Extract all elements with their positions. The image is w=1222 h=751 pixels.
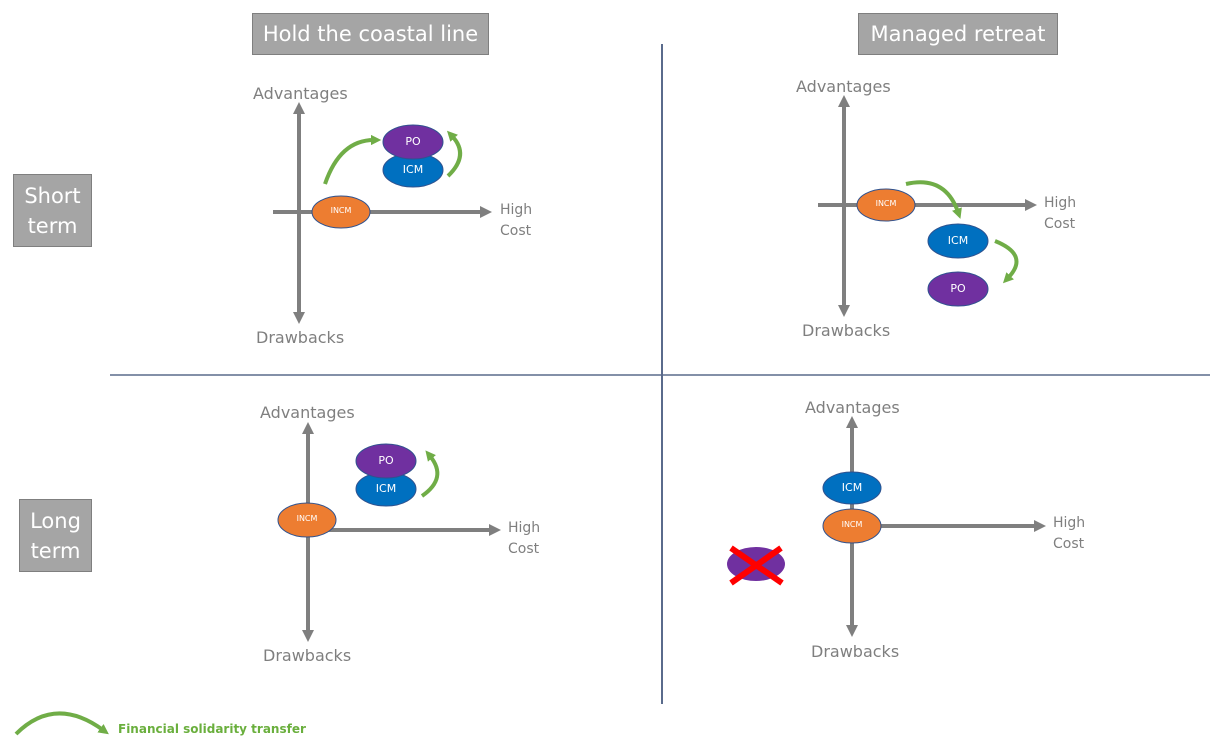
- axis-label-drawbacks: Drawbacks: [263, 646, 352, 665]
- axis-label-drawbacks: Drawbacks: [256, 328, 345, 347]
- legend-transfer-arrow-icon: [14, 711, 109, 736]
- axis-label-high: High: [1044, 195, 1077, 211]
- axis-label-cost: Cost: [500, 223, 532, 239]
- axis-label-high-cost: High Cost: [1053, 513, 1085, 555]
- column-header-retreat-label: Managed retreat: [870, 22, 1046, 46]
- axis-label-advantages: Advantages: [260, 403, 355, 422]
- po-ellipse: [927, 271, 989, 307]
- incm-ellipse: [277, 502, 337, 538]
- row-header-short-line2: term: [27, 213, 78, 238]
- row-header-long: Long term: [19, 499, 92, 572]
- red-cross-icon: [729, 545, 784, 586]
- row-header-long-line1: Long: [30, 508, 81, 533]
- quadrant-retreat-long: [727, 416, 1046, 637]
- po-ellipse: [382, 124, 444, 160]
- axis-label-high: High: [508, 520, 541, 536]
- column-header-hold-label: Hold the coastal line: [262, 22, 479, 46]
- axis-label-high: High: [1053, 515, 1086, 531]
- incm-ellipse: [822, 508, 882, 544]
- axis-label-drawbacks: Drawbacks: [811, 642, 900, 661]
- axis-label-cost: Cost: [1044, 216, 1076, 232]
- axis-label-cost: Cost: [1053, 536, 1085, 552]
- po-ellipse: [355, 443, 417, 479]
- axis-label-cost: Cost: [508, 541, 540, 557]
- column-header-hold: Hold the coastal line: [252, 13, 489, 55]
- transfer-arrow-icon: [994, 239, 1019, 284]
- row-header-short-line1: Short: [24, 183, 81, 208]
- axis-label-drawbacks: Drawbacks: [802, 321, 891, 340]
- axis-label-high-cost: High Cost: [1044, 193, 1076, 235]
- column-header-retreat: Managed retreat: [858, 13, 1058, 55]
- icm-ellipse: [927, 223, 989, 259]
- axis-label-high: High: [500, 202, 533, 218]
- incm-ellipse: [311, 195, 371, 229]
- axis-label-advantages: Advantages: [805, 398, 900, 417]
- quadrant-hold-long: [277, 422, 501, 642]
- icm-ellipse: [822, 471, 882, 505]
- axis-label-advantages: Advantages: [253, 84, 348, 103]
- axis-label-high-cost: High Cost: [508, 518, 540, 560]
- transfer-arrow-icon: [323, 134, 382, 185]
- transfer-arrow-icon: [905, 180, 962, 219]
- quadrant-retreat-short: [818, 95, 1037, 317]
- transfer-arrow-icon: [420, 450, 440, 498]
- row-header-short: Short term: [13, 174, 92, 247]
- transfer-arrow-icon: [446, 130, 462, 178]
- incm-ellipse: [856, 188, 916, 222]
- row-header-long-line2: term: [30, 538, 81, 563]
- axis-label-advantages: Advantages: [796, 77, 891, 96]
- quadrant-hold-short: [273, 102, 492, 324]
- legend-label: Financial solidarity transfer: [118, 722, 306, 736]
- axis-label-high-cost: High Cost: [500, 200, 532, 242]
